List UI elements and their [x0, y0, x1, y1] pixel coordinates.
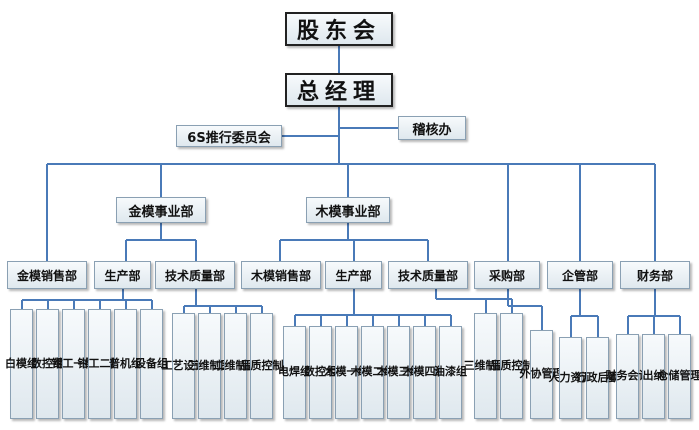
team-sanwei-zhitu-1: 三维制图: [188, 313, 232, 419]
team-shebei: 设备组: [135, 309, 168, 419]
mumo-division-node: 木模事业部: [306, 197, 390, 223]
jinmo-production-node: 生产部: [94, 261, 151, 289]
team-qiangong-1: 钳工一组: [52, 309, 96, 419]
mumo-production-node: 生产部: [325, 261, 382, 289]
mumo-quality-node: 技术质量部: [388, 261, 468, 289]
team-baimo: 白模组: [5, 309, 38, 419]
mumo-sales-node: 木模销售部: [241, 261, 321, 289]
team-shukong-2: 数控组: [304, 326, 337, 419]
jinmo-sales-node: 金模销售部: [7, 261, 87, 289]
enterprise-mgmt-node: 企管部: [547, 261, 613, 289]
team-qiangong-2: 钳工二组: [78, 309, 122, 419]
team-mumo-3: 木模三组: [377, 326, 421, 419]
team-caiwu-kuaiji: 财务会计: [606, 334, 650, 419]
committee-6s-node: 6S推行委员会: [176, 125, 282, 147]
team-puji: 普机组: [109, 309, 142, 419]
purchase-dept-node: 采购部: [474, 261, 540, 289]
team-waixie-guanli: 外协管理: [520, 330, 564, 419]
team-xingzheng-houqin: 行政后勤: [576, 337, 620, 419]
team-mumo-1: 木模一组: [325, 326, 369, 419]
jinmo-quality-node: 技术质量部: [155, 261, 235, 289]
team-mumo-4: 木模四组: [403, 326, 447, 419]
team-erwei-zhitu: 二维制图: [214, 313, 258, 419]
team-pinzhi-kongzhi-1: 品质控制: [240, 313, 284, 419]
team-cangchu-guanli: 仓储管理: [658, 334, 699, 419]
team-pinzhi-kongzhi-2: 品质控制: [490, 313, 534, 419]
shareholders-node: 股东会: [285, 12, 393, 46]
jinmo-division-node: 金模事业部: [116, 197, 206, 223]
team-shukong: 数控组: [31, 309, 64, 419]
team-youqi: 油漆组: [434, 326, 467, 419]
general-manager-node: 总经理: [285, 73, 393, 107]
team-chuna: 出纳: [642, 334, 665, 419]
team-dianhan: 电焊组: [278, 326, 311, 419]
audit-office-node: 稽核办: [398, 116, 466, 140]
team-renli-ziyuan: 人力资源: [549, 337, 593, 419]
finance-dept-node: 财务部: [620, 261, 690, 289]
